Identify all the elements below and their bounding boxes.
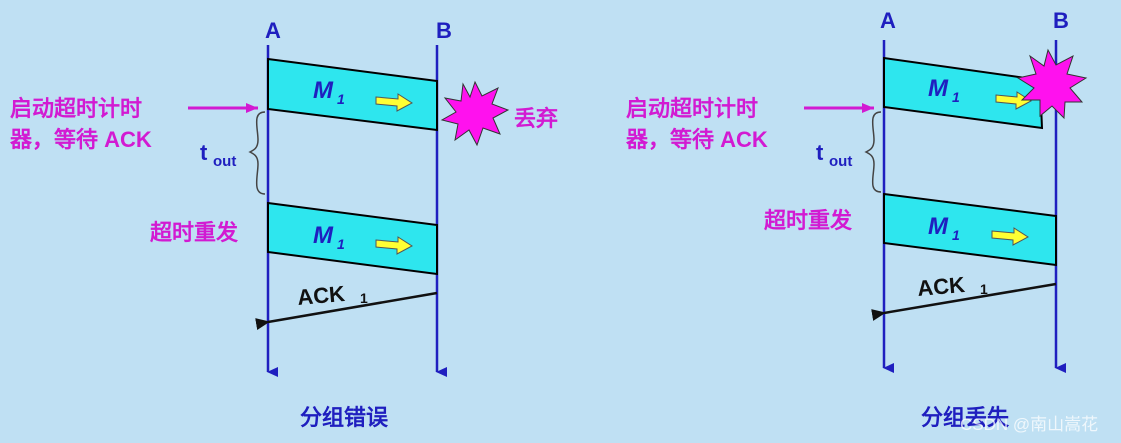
discard-label: 丢弃 [514, 106, 558, 131]
burst-icon [1016, 48, 1088, 120]
timeout-label: t [200, 140, 208, 165]
yellow-arrow-icon [375, 93, 413, 112]
yellow-arrow-icon [995, 91, 1032, 110]
right-panel: A B M 1 启动超时计时 器，等待 ACK t out 超时重发 M 1 A… [625, 8, 1088, 430]
yellow-arrow-icon [375, 236, 413, 255]
timeout-label-sub: out [829, 153, 852, 170]
start-timer-label-line1: 启动超时计时 [626, 96, 758, 121]
timeout-label: t [816, 140, 824, 165]
retransmit-label: 超时重发 [764, 208, 853, 233]
ack-label-sub: 1 [980, 281, 988, 297]
node-a-label: A [880, 8, 896, 33]
burst-icon [440, 80, 510, 147]
packet-m1-lost-label: M [928, 75, 949, 102]
packet-m1-retransmit [267, 201, 438, 276]
ack-arrow [871, 282, 1057, 321]
start-timer-label-line2: 器，等待 ACK [625, 127, 768, 152]
packet-m1-first-label: M [313, 77, 334, 104]
packet-m1-lost [883, 56, 1044, 130]
timeout-brace [864, 111, 882, 193]
timeout-brace [248, 111, 266, 195]
ack-label: ACK [916, 272, 966, 301]
node-a-label: A [265, 18, 281, 43]
timeout-label-sub: out [213, 153, 236, 170]
left-panel: A B M 1 丢弃 启动超时计时 器，等待 ACK t out 超时重发 M … [9, 18, 558, 430]
watermark: CSDN @南山嵩花 [960, 415, 1098, 434]
left-caption: 分组错误 [300, 405, 389, 430]
packet-m1-first-sub: 1 [337, 91, 345, 107]
packet-m1-lost-sub: 1 [952, 89, 960, 105]
packet-m1-retransmit-sub: 1 [952, 227, 960, 243]
ack-arrow [255, 291, 438, 330]
packet-m1-retransmit [883, 192, 1057, 267]
packet-m1-retransmit-label: M [313, 222, 334, 249]
right-caption: 分组丢失 [921, 405, 1010, 430]
retransmit-label: 超时重发 [150, 220, 239, 245]
packet-m1-retransmit-label: M [928, 213, 949, 240]
ack-label: ACK [296, 281, 346, 310]
node-b-label: B [1053, 8, 1069, 33]
ack-label-sub: 1 [360, 290, 368, 306]
packet-m1-retransmit-sub: 1 [337, 236, 345, 252]
start-timer-label-line1: 启动超时计时 [10, 96, 142, 121]
node-b-label: B [436, 18, 452, 43]
packet-m1-first [267, 57, 438, 132]
yellow-arrow-icon [991, 227, 1029, 246]
start-timer-label-line2: 器，等待 ACK [9, 127, 152, 152]
